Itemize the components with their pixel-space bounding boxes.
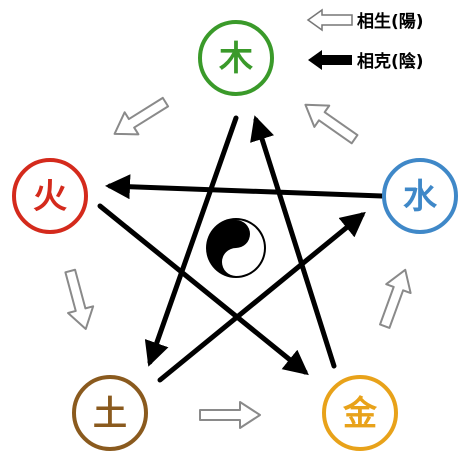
- overcoming-arrow-metal-wood: [250, 115, 337, 369]
- node-water: 水: [382, 158, 458, 234]
- generating-cycle: [64, 96, 412, 429]
- overcoming-arrow-fire-metal: [97, 203, 309, 376]
- legend-generating: 相生(陽): [306, 8, 424, 32]
- node-earth-ring: [72, 375, 148, 451]
- generating-arrow-water-wood: [304, 103, 359, 145]
- node-wood-ring: [198, 20, 274, 96]
- node-wood: 木: [198, 20, 274, 96]
- node-water-ring: [382, 158, 458, 234]
- legend-overcoming: 相克(陰): [308, 50, 424, 72]
- node-fire-ring: [12, 158, 88, 234]
- generating-arrow-wood-fire: [113, 96, 170, 136]
- node-metal-label: 金: [342, 394, 378, 434]
- node-metal: 金: [322, 375, 398, 451]
- node-water-label: 水: [403, 177, 438, 217]
- solid-arrow-icon: [308, 50, 352, 70]
- yin-yang-symbol: [206, 218, 266, 278]
- overcoming-cycle: [97, 115, 385, 383]
- overcoming-arrow-water-fire: [105, 174, 385, 200]
- node-fire-label: 火: [33, 177, 67, 217]
- node-fire: 火: [12, 158, 88, 234]
- node-metal-ring: [322, 375, 398, 451]
- node-earth: 土: [72, 375, 148, 451]
- hollow-arrow-icon: [306, 8, 353, 32]
- node-earth-label: 土: [93, 394, 127, 434]
- node-wood-label: 木: [218, 39, 253, 79]
- legend-generating-label: 相生(陽): [357, 11, 424, 32]
- generating-arrow-earth-metal: [199, 401, 261, 429]
- overcoming-arrow-wood-earth: [144, 115, 239, 367]
- legend-overcoming-label: 相克(陰): [357, 51, 424, 72]
- legend: 相生(陽) 相克(陰): [306, 8, 424, 72]
- generating-arrow-metal-water: [379, 268, 412, 329]
- generating-arrow-fire-earth: [64, 268, 95, 330]
- overcoming-arrow-earth-water: [157, 211, 366, 383]
